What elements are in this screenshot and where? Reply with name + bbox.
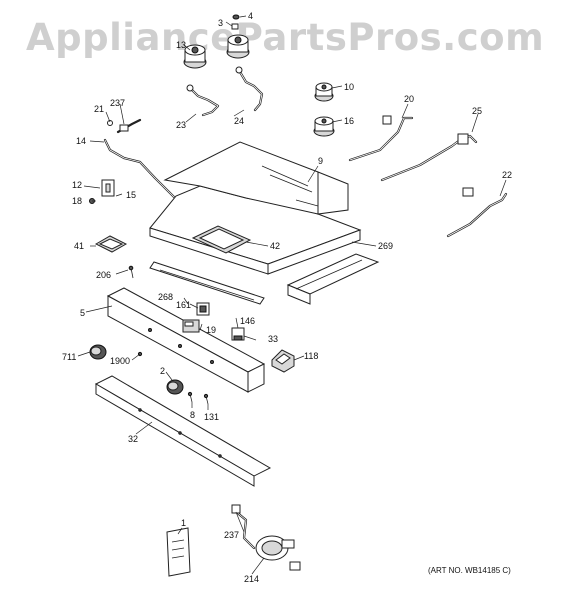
label-269: 269 <box>378 241 393 251</box>
screw-8[interactable] <box>187 391 193 403</box>
screw-206[interactable] <box>128 265 134 279</box>
leader-lines <box>77 15 507 575</box>
label-22: 22 <box>502 170 512 180</box>
label-21: 21 <box>94 104 104 114</box>
switch-146[interactable] <box>231 327 245 341</box>
label-41: 41 <box>74 241 84 251</box>
tube-20[interactable] <box>348 115 414 162</box>
burner-box-9[interactable] <box>149 141 362 275</box>
label-206: 206 <box>96 270 111 280</box>
label-2: 2 <box>160 366 165 376</box>
manifold-pipe-14[interactable] <box>103 118 184 207</box>
burner-grate-42[interactable] <box>191 225 252 254</box>
screw-131[interactable] <box>203 393 209 405</box>
label-214: 214 <box>244 574 259 584</box>
label-12: 12 <box>72 180 82 190</box>
art-number: (ART NO. WB14185 C) <box>428 566 511 575</box>
label-16: 16 <box>344 116 354 126</box>
tube-23[interactable] <box>186 84 220 117</box>
tube-25[interactable] <box>380 133 478 182</box>
knob-2[interactable] <box>166 379 184 395</box>
label-146: 146 <box>240 316 255 326</box>
label-33: 33 <box>268 334 278 344</box>
tube-22[interactable] <box>446 187 508 238</box>
label-161: 161 <box>176 300 191 310</box>
burner-head-10[interactable] <box>314 82 334 102</box>
regulator-214[interactable] <box>231 504 301 571</box>
label-15: 15 <box>126 190 136 200</box>
label-9: 9 <box>318 156 323 166</box>
label-18: 18 <box>72 196 82 206</box>
valve-bracket-12[interactable] <box>101 179 115 197</box>
burner-cap-4[interactable] <box>231 14 240 30</box>
label-3: 3 <box>218 18 223 28</box>
label-237b: 237 <box>224 530 239 540</box>
label-19: 19 <box>206 325 216 335</box>
side-panel-269[interactable] <box>286 253 380 305</box>
label-10: 10 <box>344 82 354 92</box>
label-25: 25 <box>472 106 482 116</box>
module-19[interactable] <box>182 319 200 333</box>
label-131: 131 <box>204 412 219 422</box>
label-20: 20 <box>404 94 414 104</box>
watermark-text: AppliancePartsPros.com <box>26 16 544 59</box>
tube-24[interactable] <box>235 66 264 112</box>
part-labels: 13 3 4 21 237 14 12 15 18 23 24 10 16 20… <box>62 11 512 584</box>
switch-161[interactable] <box>196 302 210 316</box>
label-32: 32 <box>128 434 138 444</box>
label-23: 23 <box>176 120 186 130</box>
label-237a: 237 <box>110 98 125 108</box>
part-41[interactable] <box>94 235 128 253</box>
burner-head-16[interactable] <box>313 116 335 137</box>
label-8: 8 <box>190 410 195 420</box>
strip-268[interactable] <box>149 261 265 305</box>
label-24: 24 <box>234 116 244 126</box>
label-711: 711 <box>62 352 76 362</box>
label-5: 5 <box>80 308 85 318</box>
label-42: 42 <box>270 241 280 251</box>
burner-head-3[interactable] <box>226 34 250 59</box>
spark-module-118[interactable] <box>271 349 295 373</box>
label-268: 268 <box>158 292 173 302</box>
burner-head-13[interactable] <box>183 44 207 69</box>
label-4: 4 <box>248 11 253 21</box>
trim-strip-32[interactable] <box>94 375 272 487</box>
knob-711[interactable] <box>89 344 107 360</box>
label-1900: 1900 <box>110 356 130 366</box>
literature-1[interactable] <box>166 527 191 577</box>
label-118: 118 <box>304 351 318 361</box>
label-13: 13 <box>176 40 186 50</box>
label-1: 1 <box>181 518 186 528</box>
label-14: 14 <box>76 136 86 146</box>
